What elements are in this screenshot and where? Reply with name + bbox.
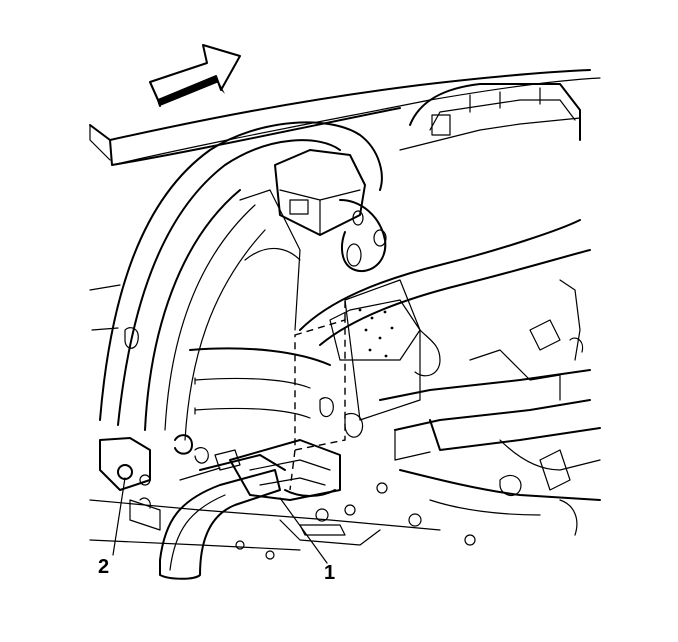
lower-frame (379, 319, 601, 546)
fastener-group (99, 434, 241, 531)
wheelhouse-liner (189, 189, 331, 419)
leader-line-1 (279, 497, 328, 564)
callout-label-1: 1 (324, 562, 336, 584)
fender-upper-rail (89, 69, 601, 166)
right-frame-details (499, 279, 584, 497)
callout-label-2: 2 (98, 556, 110, 578)
upper-right-bracket (399, 83, 581, 151)
wheelhouse-arch (89, 121, 383, 441)
air-duct-brace (159, 454, 286, 580)
strut-tower (274, 149, 387, 273)
reinforcement-panel (289, 279, 421, 491)
leader-line-2 (112, 477, 126, 556)
lower-bracket (229, 439, 341, 501)
frame-rail (299, 219, 591, 377)
forward-arrow-icon (149, 44, 241, 107)
callout-leaders (112, 477, 328, 564)
